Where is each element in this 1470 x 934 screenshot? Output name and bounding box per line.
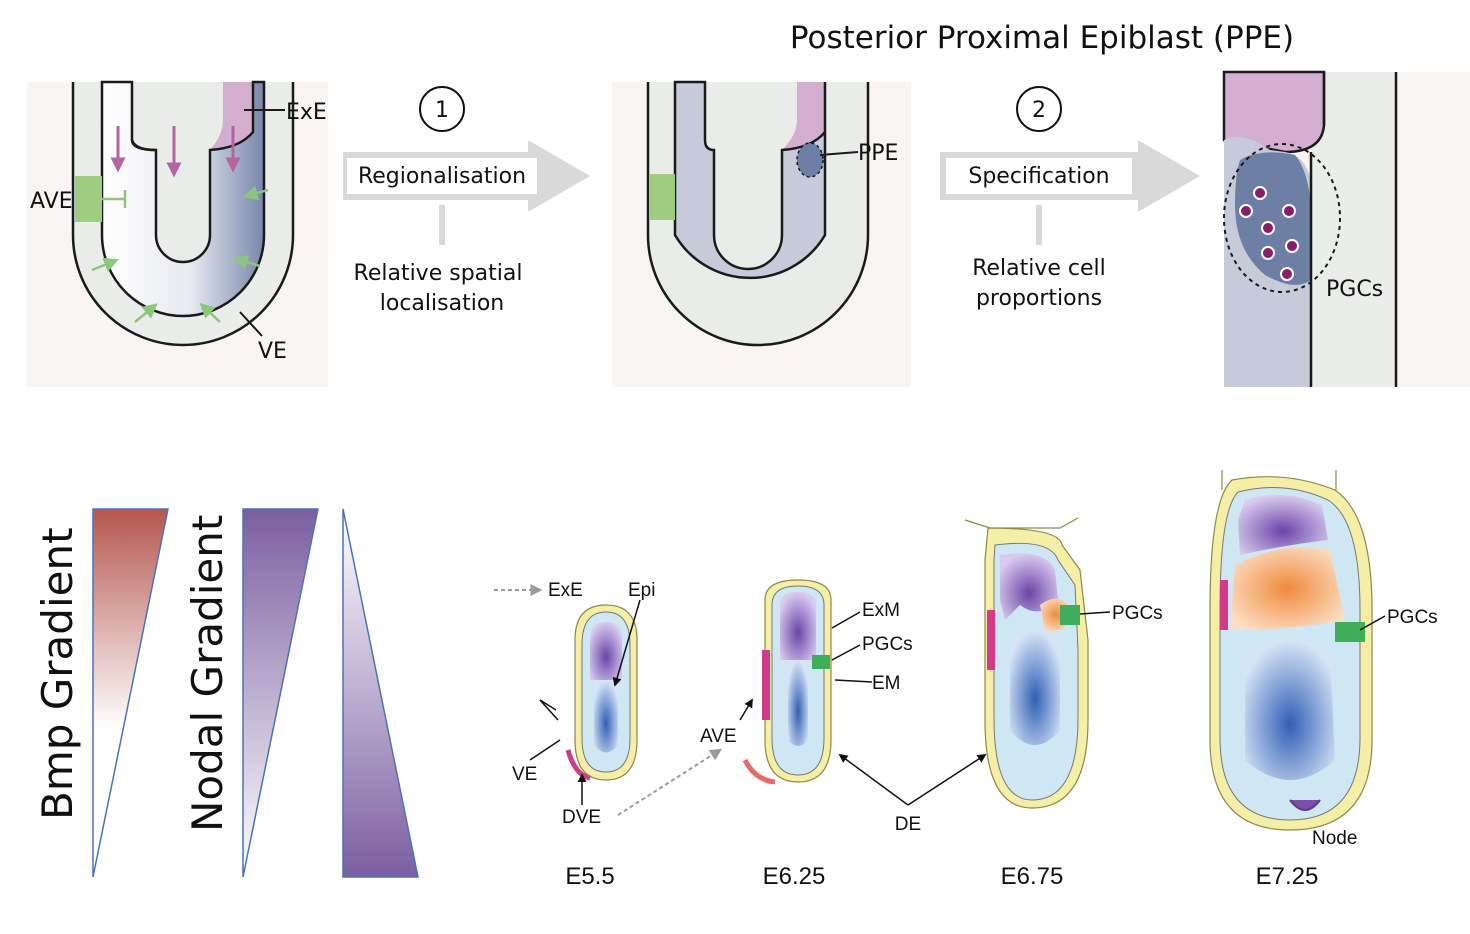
- bmp-gradient-label: Bmp Gradient: [33, 527, 82, 820]
- step1-desc-line2: localisation: [380, 291, 504, 316]
- ppe-label: PPE: [858, 141, 898, 166]
- e725-pgcs-label: PGCs: [1387, 607, 1438, 628]
- ave-region: [75, 176, 102, 222]
- step1-number-circle: [419, 86, 465, 132]
- panel-embryo-ppe: PPE: [612, 80, 911, 387]
- step1-desc-line1: Relative spatial: [354, 261, 523, 286]
- de-label: DE: [895, 814, 921, 835]
- gradient-legend: Bmp Gradient Nodal Gradient: [33, 508, 419, 878]
- step2-label: Specification: [968, 164, 1109, 189]
- e55-dve-label: DVE: [562, 807, 601, 828]
- e625-exm-label: ExM: [862, 600, 900, 621]
- step2-number-circle: [1016, 86, 1062, 132]
- step1-label: Regionalisation: [358, 164, 526, 189]
- exe-label: ExE: [286, 100, 327, 125]
- step2-number: 2: [1032, 98, 1046, 123]
- e625-stage-label: E6.25: [763, 863, 826, 890]
- ppe-region: [796, 142, 824, 178]
- step2-desc-line1: Relative cell: [972, 256, 1106, 281]
- pgcs-label-zoom: PGCs: [1326, 277, 1383, 302]
- ave-label: AVE: [30, 189, 73, 214]
- figure-title: Posterior Proximal Epiblast (PPE): [790, 20, 1294, 56]
- e55-stage-label: E5.5: [565, 863, 614, 890]
- e625-ave-label: AVE: [700, 726, 737, 747]
- step1-arrow: Regionalisation 1 Relative spatial local…: [343, 86, 590, 316]
- nodal-gradient-label: Nodal Gradient: [183, 515, 232, 832]
- step2-desc-line2: proportions: [976, 286, 1102, 311]
- e725-stage-label: E7.25: [1256, 863, 1319, 890]
- e675-stage-label: E6.75: [1001, 863, 1064, 890]
- nodal-reverse-triangle: [342, 508, 419, 878]
- embryo-e7-25: PGCs Node E7.25: [1209, 470, 1438, 890]
- panel-ppe-zoom: PGCs: [1222, 70, 1470, 387]
- e55-exe-label: ExE: [548, 580, 583, 601]
- ve-label: VE: [258, 339, 287, 364]
- embryo-e6-25: ExM PGCs EM AVE E6.25: [700, 579, 913, 890]
- e725-node-label: Node: [1312, 828, 1357, 849]
- step2-arrow: Specification 2 Relative cell proportion…: [940, 86, 1200, 311]
- nodal-gradient-triangle: [242, 508, 319, 878]
- e55-epi-label: Epi: [628, 580, 655, 601]
- embryo-e6-75: PGCs E6.75: [964, 517, 1163, 890]
- pgc-dots: [1239, 186, 1299, 281]
- embryo-e5-5: ExE Epi VE DVE E5.5: [494, 580, 655, 890]
- e675-pgcs-label: PGCs: [1112, 603, 1163, 624]
- de-label-group: DE: [838, 753, 987, 835]
- e625-em-label: EM: [872, 673, 901, 694]
- bmp-gradient-triangle: [92, 508, 169, 878]
- e625-pgcs-label: PGCs: [862, 634, 913, 655]
- e55-ve-label: VE: [512, 764, 537, 785]
- step1-number: 1: [435, 98, 449, 123]
- panel-embryo-gradients: ExE AVE VE: [27, 80, 328, 387]
